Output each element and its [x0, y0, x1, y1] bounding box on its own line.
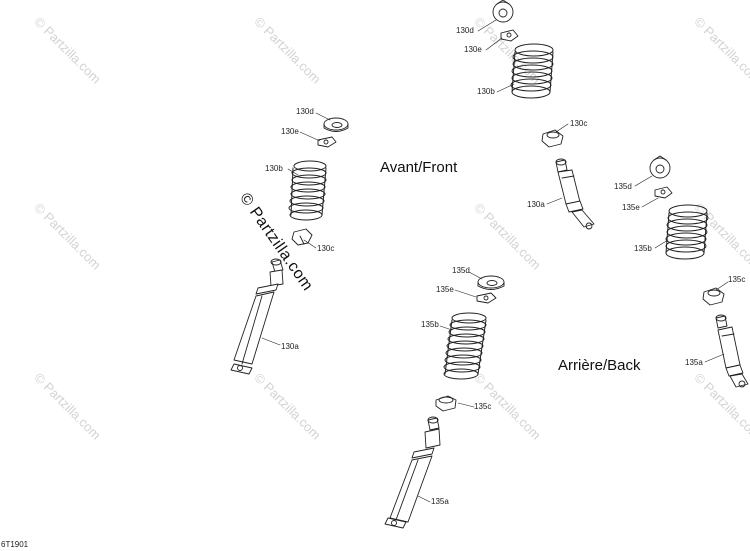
- callout-135a[interactable]: 135a: [431, 497, 449, 506]
- callout-135b[interactable]: 135b: [421, 320, 439, 329]
- callout-135e[interactable]: 135e: [622, 203, 640, 212]
- part-135c-mount-back-left[interactable]: [435, 395, 457, 412]
- heading-back: Arrière/Back: [558, 357, 641, 374]
- part-135d-cap-back-left[interactable]: [477, 275, 505, 290]
- diagram-code: 6T1901: [1, 540, 29, 549]
- part-135e-retainer-back-left[interactable]: [476, 292, 497, 304]
- part-130d-cap-front-right[interactable]: [492, 0, 514, 23]
- part-135b-spring-back-right[interactable]: [665, 204, 709, 260]
- callout-130c[interactable]: 130c: [317, 244, 335, 253]
- part-130c-mount-front-left[interactable]: [291, 228, 313, 246]
- part-135a-shock-back-left[interactable]: [384, 416, 441, 529]
- part-130e-retainer-front-right[interactable]: [500, 29, 519, 42]
- part-130e-retainer-front-left[interactable]: [317, 136, 337, 148]
- part-135a-shock-back-right[interactable]: [715, 314, 749, 388]
- callout-130d[interactable]: 130d: [456, 26, 474, 35]
- callout-130a[interactable]: 130a: [281, 342, 299, 351]
- callout-135c[interactable]: 135c: [728, 275, 746, 284]
- callout-130d[interactable]: 130d: [296, 107, 314, 116]
- part-130a-shock-front-right[interactable]: [555, 158, 595, 230]
- heading-front: Avant/Front: [380, 159, 458, 176]
- part-135b-spring-back-left[interactable]: [443, 312, 487, 380]
- part-135d-cap-back-right[interactable]: [649, 155, 671, 179]
- part-135c-mount-back-right[interactable]: [702, 287, 725, 306]
- part-130c-mount-front-right[interactable]: [541, 129, 564, 148]
- callout-135a[interactable]: 135a: [685, 358, 703, 367]
- callout-130c[interactable]: 130c: [570, 119, 588, 128]
- callout-130a[interactable]: 130a: [527, 200, 545, 209]
- part-135e-retainer-back-right[interactable]: [654, 186, 673, 199]
- callout-130b[interactable]: 130b: [265, 164, 283, 173]
- callout-135e[interactable]: 135e: [436, 285, 454, 294]
- callout-135c[interactable]: 135c: [474, 402, 492, 411]
- callout-135d[interactable]: 135d: [614, 182, 632, 191]
- callout-135b[interactable]: 135b: [634, 244, 652, 253]
- callout-130e[interactable]: 130e: [281, 127, 299, 136]
- callout-130b[interactable]: 130b: [477, 87, 495, 96]
- callout-135d[interactable]: 135d: [452, 266, 470, 275]
- callout-130e[interactable]: 130e: [464, 45, 482, 54]
- leader-lines: [261, 19, 729, 503]
- part-130b-spring-front-left[interactable]: [288, 160, 327, 221]
- part-130b-spring-front-right[interactable]: [510, 43, 554, 99]
- part-130a-shock-front-left[interactable]: [230, 258, 284, 375]
- part-130d-cap-front-left[interactable]: [323, 117, 349, 132]
